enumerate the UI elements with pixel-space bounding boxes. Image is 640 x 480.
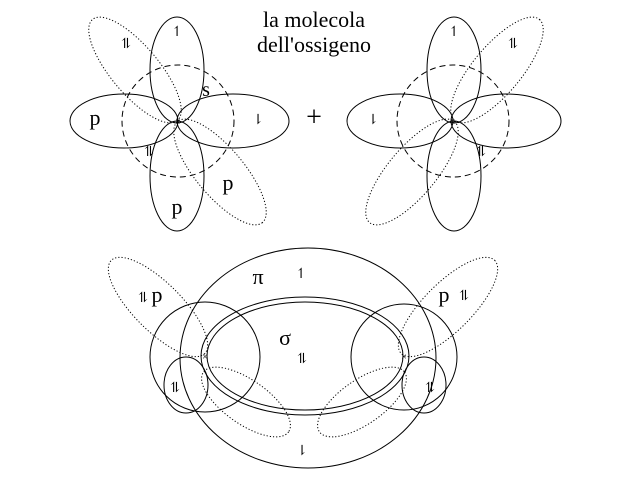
oxygen-molecule: × × π ↿ σ ⥮ ⥮ p p ⥮ ⥮ ⥮ ⇂ bbox=[107, 247, 499, 469]
title-line-2: dell'ossigeno bbox=[257, 32, 371, 57]
molecule-right-small-lobe bbox=[401, 356, 447, 414]
molecule-right-nucleus: × bbox=[401, 352, 407, 363]
left-atom-diagonal-lobe-lower bbox=[173, 118, 267, 226]
left-atom-right-lobe bbox=[176, 93, 290, 149]
molecule-left-small-lobe bbox=[163, 356, 209, 414]
right-atom-right-lobe bbox=[450, 93, 562, 149]
pi-bond-outer bbox=[179, 247, 437, 469]
right-atom-diagonal-lobe-upper bbox=[450, 16, 544, 124]
spin-pair-sigma: ⥮ bbox=[296, 352, 308, 367]
spin-pair-right-bottom: ⥮ bbox=[475, 145, 487, 160]
right-atom-diagonal-lobe-lower bbox=[365, 118, 459, 226]
spin-pair-left-bottom: ⥮ bbox=[143, 145, 155, 160]
spin-single-down-right-left: ⇂ bbox=[367, 113, 379, 128]
left-atom-left-lobe bbox=[69, 93, 179, 149]
molecule-right-diagonal-lobe-upper bbox=[397, 256, 499, 358]
spin-pair-bottom-right: ⥮ bbox=[458, 289, 470, 304]
left-oxygen-atom: × p s p p ↿ ⥮ ⇂ ⥮ bbox=[69, 16, 290, 232]
label-p-lower-right: p bbox=[223, 170, 234, 195]
left-atom-diagonal-lobe-upper bbox=[88, 16, 182, 124]
right-atom-left-lobe bbox=[346, 93, 454, 149]
spin-single-up-left-top: ↿ bbox=[171, 25, 183, 40]
spin-pair-right-diagonal: ⥮ bbox=[507, 37, 519, 52]
right-atom-bottom-lobe bbox=[426, 120, 482, 232]
label-p-left: p bbox=[90, 105, 101, 130]
title-line-1: la molecola bbox=[263, 7, 365, 32]
left-atom-s-orbital bbox=[121, 64, 235, 178]
molecule-left-atom-sphere bbox=[149, 301, 261, 413]
spin-single-down-bottom: ⇂ bbox=[296, 444, 308, 459]
label-p-lower-mid: p bbox=[172, 194, 183, 219]
spin-single-up-right-top: ↿ bbox=[448, 25, 460, 40]
molecule-right-atom-sphere bbox=[350, 303, 458, 411]
label-pi: π bbox=[252, 264, 263, 289]
right-oxygen-atom: × ↿ ⥮ ⇂ ⥮ bbox=[346, 16, 562, 232]
molecule-left-diagonal-lobe-lower bbox=[201, 366, 291, 438]
spin-pair-lower-right-lobe: ⥮ bbox=[424, 381, 436, 396]
right-atom-top-lobe bbox=[426, 16, 482, 124]
label-s-top: s bbox=[202, 79, 210, 101]
molecule-left-diagonal-lobe-upper bbox=[107, 256, 209, 358]
right-atom-nucleus: × bbox=[450, 117, 456, 128]
sigma-bond-inner bbox=[206, 301, 404, 411]
label-p-bottom-right: p bbox=[439, 282, 450, 307]
plus-sign: + bbox=[306, 102, 322, 133]
spin-single-up-pi: ↿ bbox=[295, 267, 307, 282]
spin-pair-bottom-left: ⥮ bbox=[137, 291, 149, 306]
spin-pair-lower-left-lobe: ⥮ bbox=[169, 381, 181, 396]
label-p-bottom-left: p bbox=[152, 282, 163, 307]
label-sigma: σ bbox=[279, 325, 291, 350]
right-atom-s-orbital bbox=[396, 64, 510, 178]
left-atom-nucleus: × bbox=[175, 117, 181, 128]
spin-single-down-left-right: ⇂ bbox=[252, 113, 264, 128]
spin-pair-left-diagonal: ⥮ bbox=[120, 37, 132, 52]
molecule-left-nucleus: × bbox=[202, 352, 208, 363]
